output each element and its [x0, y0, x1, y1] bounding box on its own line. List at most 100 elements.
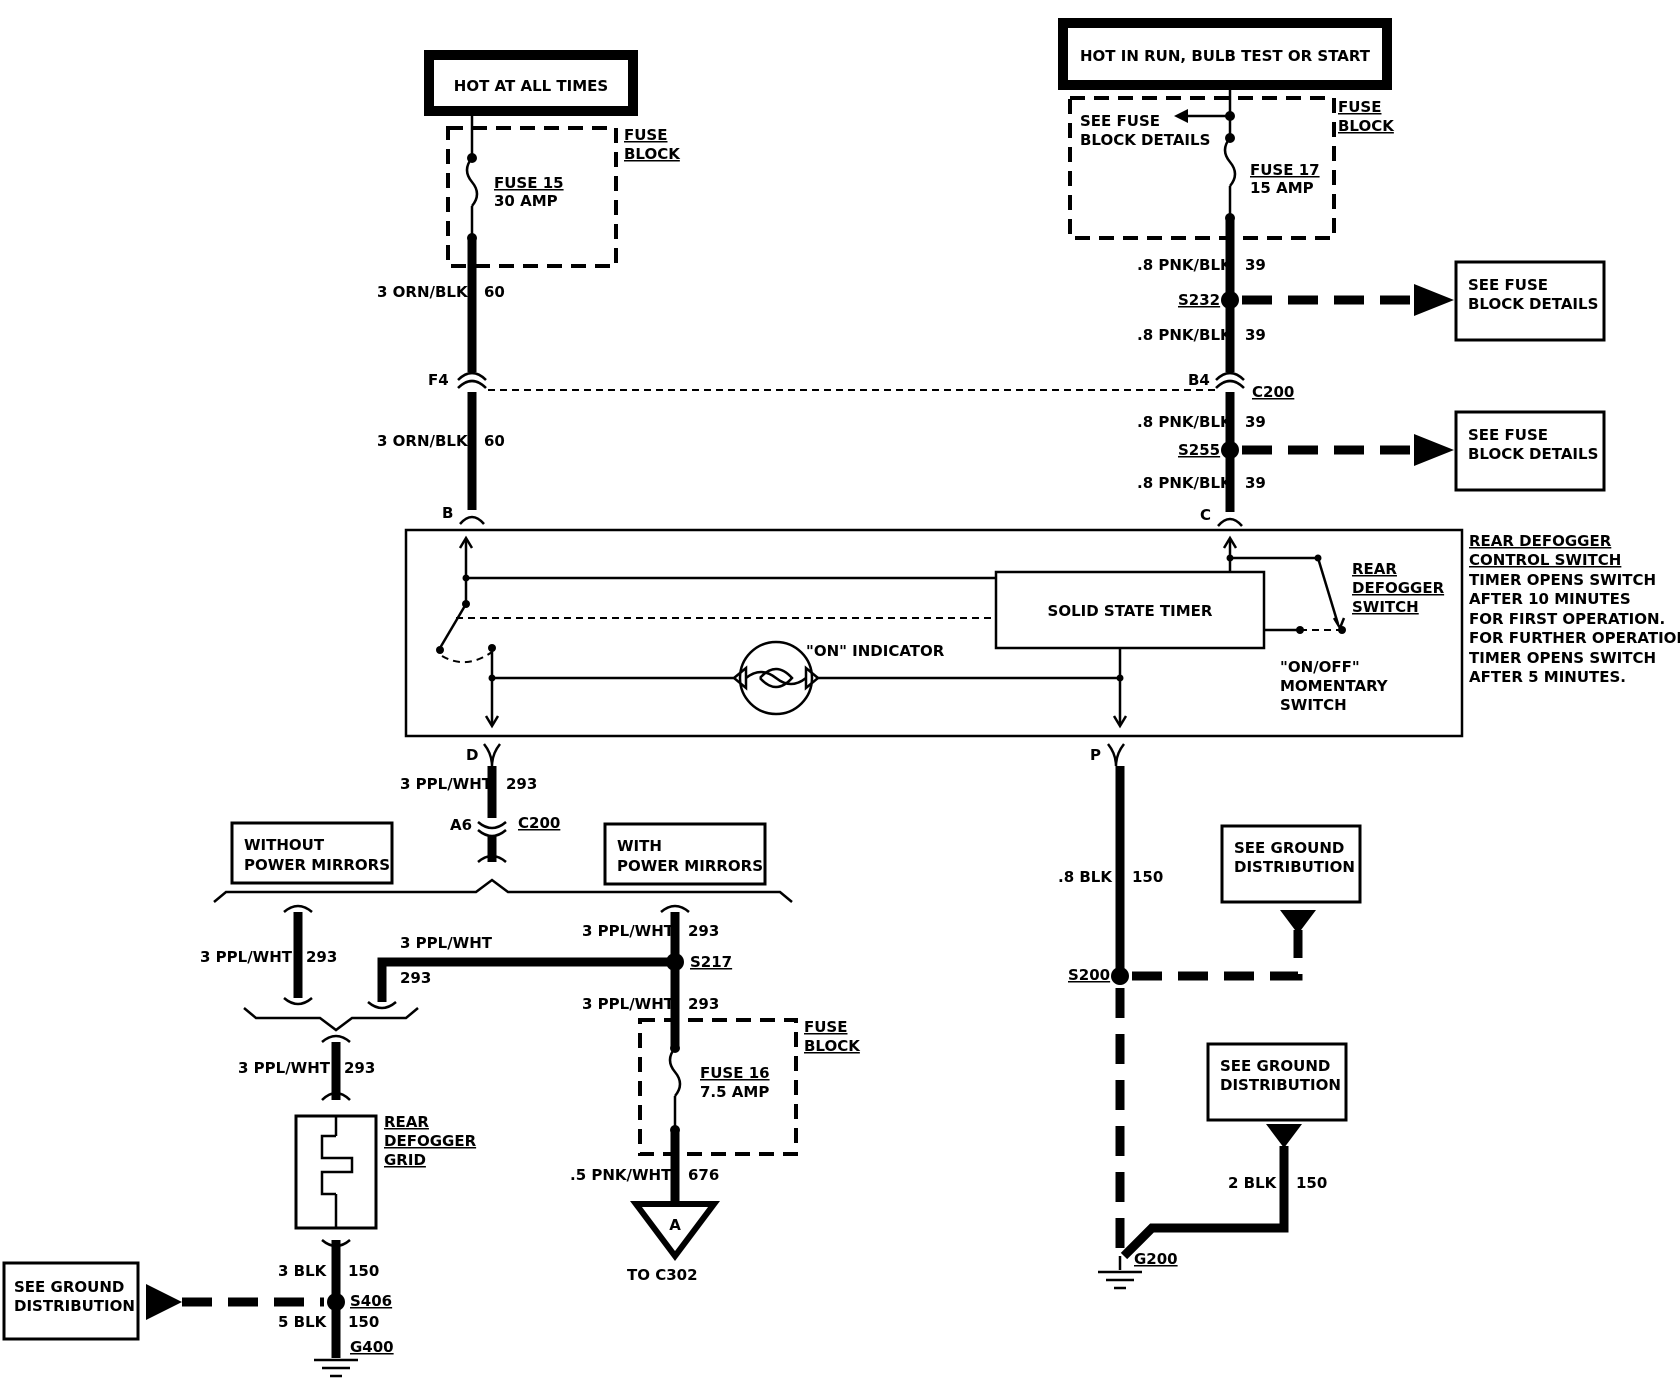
on-indicator-lamp [732, 640, 820, 716]
offpage-connector-a: A TO C302 [627, 1201, 720, 1284]
circuit-number-label: 39 [1245, 474, 1266, 492]
splice-s406: S406 SEE GROUND DISTRIBUTION [2, 1261, 392, 1341]
fuse-15-rating: 30 AMP [494, 192, 558, 210]
description-line: REAR DEFOGGER [1469, 532, 1612, 550]
wire-color-label: 5 BLK [278, 1313, 328, 1331]
connector-d-label: D [466, 746, 478, 764]
description-line: FOR FIRST OPERATION. [1469, 610, 1665, 628]
description-line: AFTER 10 MINUTES [1469, 590, 1631, 608]
wire-293-with-mirrors: 3 PPL/WHT 293 3 PPL/WHT 293 [582, 904, 719, 1048]
wire-color-label: 3 PPL/WHT [200, 948, 293, 966]
switch-terminal-p: P [1090, 743, 1125, 767]
rear-defogger-grid-label: DEFOGGER [384, 1132, 477, 1150]
control-switch-description: REAR DEFOGGER CONTROL SWITCH TIMER OPENS… [1469, 532, 1680, 686]
description-line: TIMER OPENS SWITCH [1469, 571, 1656, 589]
momentary-switch-label: SWITCH [1280, 696, 1347, 714]
circuit-number-label: 39 [1245, 326, 1266, 344]
splice-s232: S232 SEE FUSE BLOCK DETAILS [1178, 260, 1606, 342]
description-line: FOR FURTHER OPERATIONS [1469, 629, 1680, 647]
rear-defogger-switch-label: SWITCH [1352, 598, 1419, 616]
see-ground-distribution-label: DISTRIBUTION [1220, 1076, 1341, 1094]
rear-defogger-grid-label: GRID [384, 1151, 426, 1169]
connector-c200-label: C200 [1252, 383, 1294, 401]
ground-g200: G200 [1098, 1250, 1178, 1290]
see-fuse-block-details-label: SEE FUSE [1468, 426, 1548, 444]
fuse-block-label: BLOCK [624, 145, 681, 163]
connector-f4-label: F4 [428, 371, 449, 389]
with-power-mirrors-box: WITH POWER MIRRORS [603, 822, 767, 886]
wire-color-label: 3 PPL/WHT [582, 922, 675, 940]
fuse-block-label: BLOCK [1338, 117, 1395, 135]
description-line: TIMER OPENS SWITCH [1469, 649, 1656, 667]
offpage-letter: A [669, 1216, 681, 1234]
wire-39: .8 PNK/BLK 39 .8 PNK/BLK 39 .8 PNK/BLK 3… [1137, 218, 1266, 512]
fuse-16-name: FUSE 16 [700, 1064, 770, 1082]
fuse-block-label: BLOCK [804, 1037, 861, 1055]
circuit-number-label: 150 [348, 1313, 379, 1331]
circuit-number-label: 39 [1245, 413, 1266, 431]
wire-676: .5 PNK/WHT 676 [570, 1130, 719, 1204]
connector-f4: F4 [428, 371, 487, 389]
splice-s200-label: S200 [1068, 966, 1110, 984]
connector-b-label: B [442, 504, 453, 522]
fuse-block-label: FUSE [804, 1018, 847, 1036]
circuit-number-label: 293 [306, 948, 337, 966]
fuse-block-left: FUSE BLOCK [446, 126, 681, 268]
switch-terminal-d: D [466, 743, 501, 767]
ground-g200-label: G200 [1134, 1250, 1178, 1268]
on-indicator-label: "ON" INDICATOR [806, 642, 945, 660]
circuit-number-label: 676 [688, 1166, 719, 1184]
wire-color-label: .8 PNK/BLK [1137, 413, 1233, 431]
without-power-mirrors-label: WITHOUT [244, 836, 325, 854]
connector-a6-c200: A6 C200 [450, 814, 560, 863]
connector-p-label: P [1090, 746, 1101, 764]
circuit-number-label: 39 [1245, 256, 1266, 274]
circuit-number-label: 150 [348, 1262, 379, 1280]
circuit-number-label: 293 [688, 995, 719, 1013]
wire-color-label: .8 PNK/BLK [1137, 256, 1233, 274]
wire-150-main: .8 BLK 150 [1058, 766, 1163, 1256]
option-bracket-lower [243, 1007, 419, 1032]
wire-60: 3 ORN/BLK 60 3 ORN/BLK 60 [377, 238, 505, 510]
wire-color-label: .8 PNK/BLK [1137, 474, 1233, 492]
circuit-number-label: 60 [484, 432, 505, 450]
wire-color-label: 3 PPL/WHT [400, 934, 493, 952]
description-line: CONTROL SWITCH [1469, 551, 1621, 569]
wire-150-grid-ground: 3 BLK 150 5 BLK 150 [278, 1239, 379, 1358]
see-fuse-block-details-label: BLOCK DETAILS [1080, 131, 1210, 149]
wire-color-label: .8 PNK/BLK [1137, 326, 1233, 344]
wire-color-label: .8 BLK [1058, 868, 1113, 886]
connector-b4-c200: B4 C200 [1188, 371, 1294, 401]
description-line: AFTER 5 MINUTES. [1469, 668, 1626, 686]
rear-defogger-control-switch: "ON" INDICATOR SOLID STATE TIMER "ON/OFF… [404, 528, 1464, 738]
circuit-number-label: 293 [400, 969, 431, 987]
circuit-number-label: 293 [688, 922, 719, 940]
circuit-number-label: 60 [484, 283, 505, 301]
momentary-switch-label: MOMENTARY [1280, 677, 1389, 695]
fuse-17-rating: 15 AMP [1250, 179, 1314, 197]
see-fuse-block-details-label: BLOCK DETAILS [1468, 445, 1598, 463]
ground-g400-label: G400 [350, 1338, 394, 1356]
splice-s217-label: S217 [690, 953, 732, 971]
momentary-switch-label: "ON/OFF" [1280, 658, 1360, 676]
splice-s255: S255 SEE FUSE BLOCK DETAILS [1178, 410, 1606, 492]
fuse-15-name: FUSE 15 [494, 174, 564, 192]
see-fuse-block-details-label: BLOCK DETAILS [1468, 295, 1598, 313]
switch-terminal-b: B [442, 504, 485, 525]
fuse-15: FUSE 15 30 AMP [465, 116, 564, 243]
hot-in-run-header: HOT IN RUN, BULB TEST OR START [1058, 18, 1392, 90]
splice-s406-label: S406 [350, 1292, 392, 1310]
switch-terminal-c: C [1200, 506, 1243, 527]
fuse-16: FUSE 16 7.5 AMP [668, 1043, 770, 1135]
fuse-17: FUSE 17 15 AMP [1223, 90, 1320, 223]
offpage-destination: TO C302 [627, 1266, 698, 1284]
wire-293-grid-feed: 3 PPL/WHT 293 [238, 1034, 375, 1101]
circuit-number-label: 293 [506, 775, 537, 793]
rear-defogger-switch-label: DEFOGGER [1352, 579, 1445, 597]
ground-g400: G400 [314, 1338, 394, 1378]
wire-color-label: 3 ORN/BLK [377, 283, 469, 301]
fuse-block-lower: FUSE BLOCK [638, 1018, 861, 1156]
circuit-number-label: 293 [344, 1059, 375, 1077]
connector-a6-label: A6 [450, 816, 472, 834]
